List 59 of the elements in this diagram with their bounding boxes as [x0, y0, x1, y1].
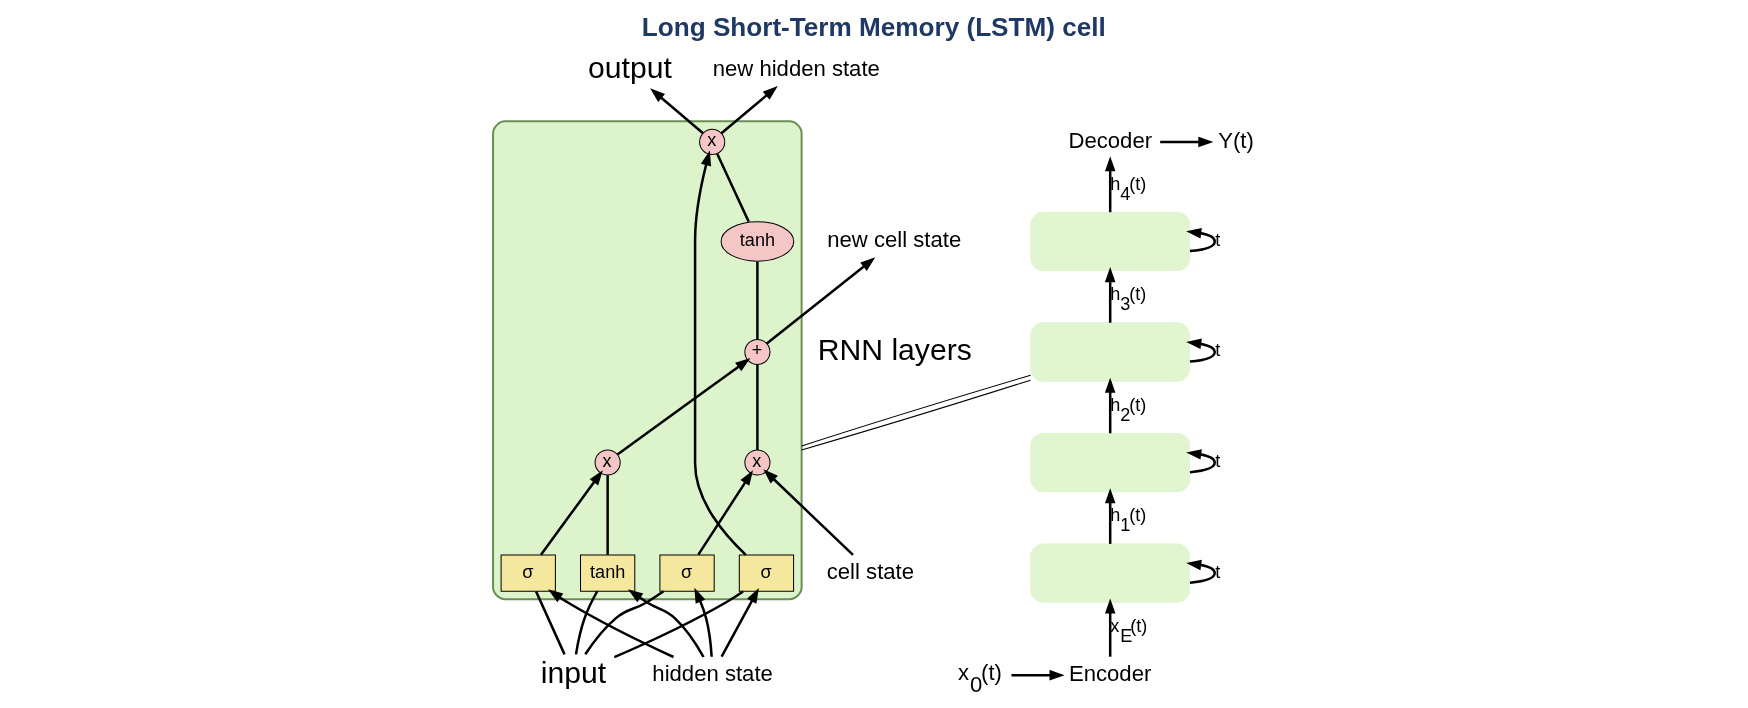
connector [605, 475, 609, 555]
node-text: cell state [826, 558, 914, 584]
arrow [1159, 136, 1213, 148]
node-text: Encoder [1068, 660, 1151, 686]
node-text: Y(t) [1217, 127, 1254, 153]
node-ellipse: tanh [720, 221, 794, 262]
node-box: σ [500, 554, 556, 592]
arrow [1104, 267, 1115, 323]
arrow [696, 470, 753, 556]
arrow [627, 589, 705, 658]
arrow [1185, 338, 1216, 363]
arrow [1104, 156, 1115, 213]
node-circle: x [698, 128, 725, 155]
arrow [1185, 559, 1216, 584]
connector [583, 590, 664, 655]
arrow [765, 257, 875, 345]
arrow [1010, 669, 1065, 681]
connector [755, 364, 759, 450]
node-box [1029, 211, 1190, 272]
arrow [762, 469, 854, 556]
arrow [1104, 377, 1115, 434]
diagram-title: Long Short-Term Memory (LSTM) cell [641, 12, 1106, 43]
node-box [1029, 322, 1190, 382]
node-box [1029, 432, 1190, 493]
arrow [1185, 228, 1216, 253]
node-box: σ [738, 554, 794, 592]
arrow [1104, 598, 1115, 657]
connector [534, 591, 566, 655]
node-text: new cell state [826, 227, 961, 253]
node-circle: + [743, 338, 770, 366]
node-text: new hidden state [712, 55, 880, 81]
arrow [693, 150, 747, 556]
node-circle: x [594, 449, 621, 476]
edge-label: t [1214, 340, 1220, 361]
node-text: hidden state [651, 660, 773, 686]
arrow [1104, 488, 1115, 544]
arrow [539, 470, 603, 556]
node-text: input [540, 655, 606, 689]
node-text: Decoder [1067, 127, 1152, 153]
node-box: σ [658, 554, 715, 592]
node-text: output [587, 50, 672, 84]
arrow [547, 589, 674, 659]
arrow [720, 588, 759, 658]
connector [613, 590, 744, 659]
arrow [1185, 449, 1216, 474]
edge-label: t [1214, 561, 1220, 582]
connector [574, 590, 598, 655]
arrow [720, 86, 778, 135]
node-circle: x [743, 449, 770, 476]
label: RNN layers [817, 332, 972, 366]
connector [715, 153, 750, 223]
edge-label: t [1214, 229, 1220, 250]
arrow [693, 587, 713, 657]
node-box: tanh [579, 554, 635, 592]
arrow [616, 358, 750, 456]
edge-label: t [1214, 450, 1220, 471]
node-box [1029, 543, 1190, 603]
connector [755, 261, 759, 340]
arrow [649, 88, 704, 135]
